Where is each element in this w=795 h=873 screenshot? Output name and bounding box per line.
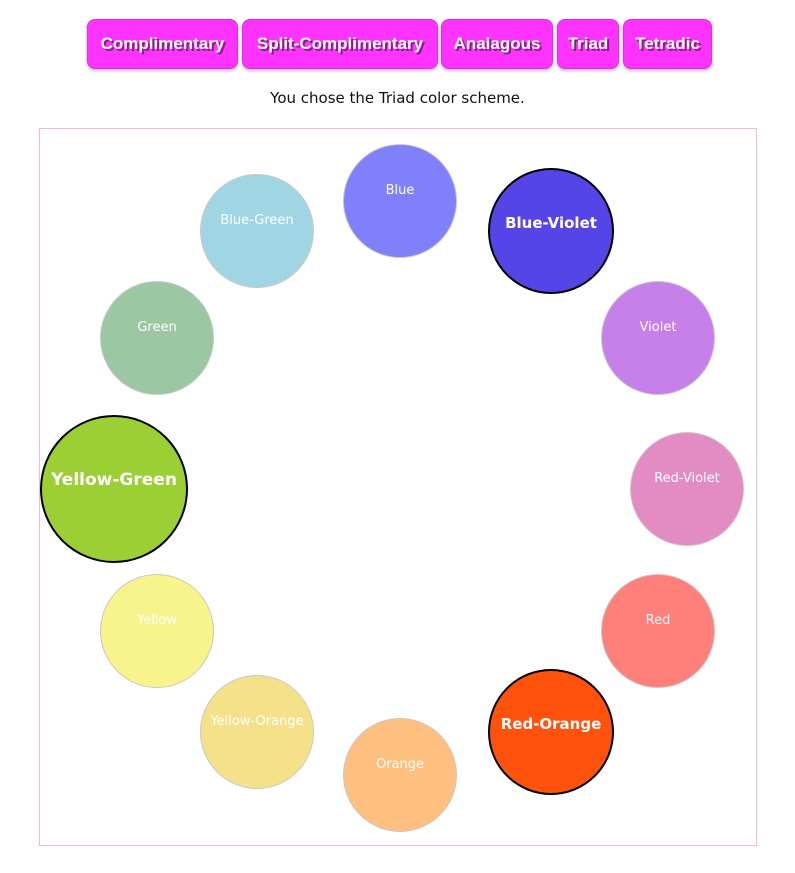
- swatch-label: Red: [645, 613, 671, 628]
- swatch-label: Red-Orange: [500, 715, 602, 733]
- analagous-button[interactable]: Analagous: [441, 19, 553, 69]
- swatch-label: Orange: [375, 757, 425, 772]
- complimentary-button[interactable]: Complimentary: [87, 19, 238, 69]
- swatch-blue-violet[interactable]: Blue-Violet: [488, 168, 614, 294]
- tetradic-button[interactable]: Tetradic: [623, 19, 712, 69]
- swatch-yellow-orange[interactable]: Yellow-Orange: [200, 675, 314, 789]
- swatch-blue[interactable]: Blue: [343, 144, 457, 258]
- swatch-label: Yellow-Orange: [210, 714, 304, 729]
- swatch-label: Red-Violet: [654, 471, 720, 486]
- split-complimentary-button[interactable]: Split-Complimentary: [242, 19, 438, 69]
- swatch-blue-green[interactable]: Blue-Green: [200, 174, 314, 288]
- swatch-label: Yellow-Green: [51, 470, 177, 490]
- swatch-red-violet[interactable]: Red-Violet: [630, 432, 744, 546]
- scheme-button-row: Complimentary Split-Complimentary Analag…: [0, 19, 795, 71]
- swatch-label: Green: [137, 320, 177, 335]
- swatch-green[interactable]: Green: [100, 281, 214, 395]
- swatch-label: Blue-Violet: [505, 214, 597, 232]
- swatch-yellow-green[interactable]: Yellow-Green: [40, 415, 188, 563]
- swatch-red[interactable]: Red: [601, 574, 715, 688]
- swatch-label: Blue-Green: [220, 213, 294, 228]
- color-wheel: Blue Blue-Violet Violet Red-Violet Red R…: [39, 128, 757, 846]
- swatch-violet[interactable]: Violet: [601, 281, 715, 395]
- swatch-label: Yellow: [136, 613, 178, 628]
- swatch-red-orange[interactable]: Red-Orange: [488, 669, 614, 795]
- triad-button[interactable]: Triad: [557, 19, 619, 69]
- swatch-orange[interactable]: Orange: [343, 718, 457, 832]
- swatch-label: Violet: [639, 320, 677, 335]
- swatch-yellow[interactable]: Yellow: [100, 574, 214, 688]
- swatch-label: Blue: [385, 183, 415, 198]
- scheme-status-text: You chose the Triad color scheme.: [270, 89, 525, 107]
